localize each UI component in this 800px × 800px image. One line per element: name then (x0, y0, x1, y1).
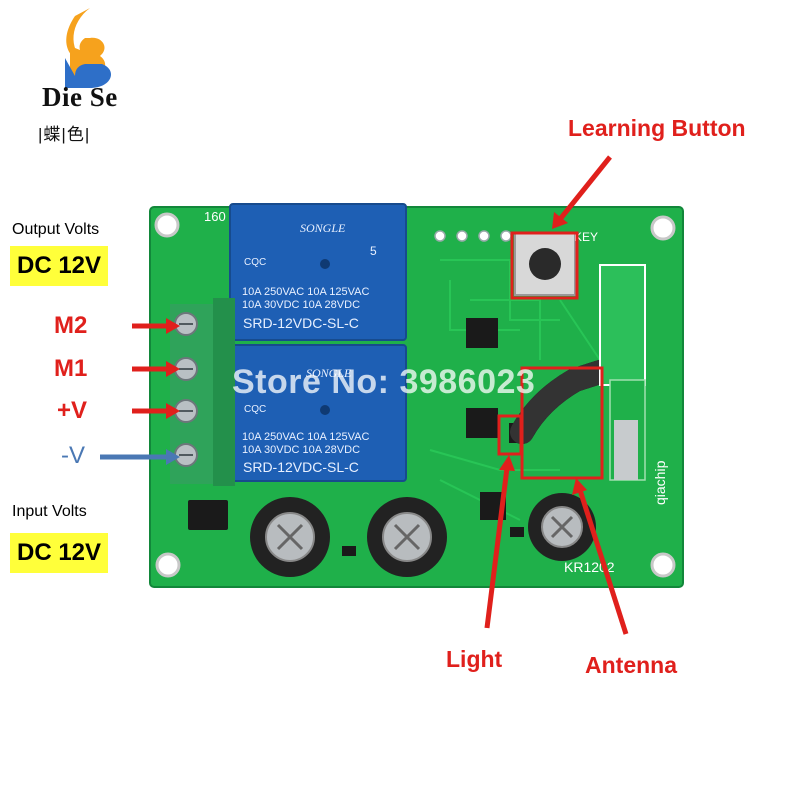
relay-bottom: SONGLE CQC 10A 250VAC 10A 125VAC 10A 30V… (229, 344, 407, 482)
svg-text:CQC: CQC (244, 257, 266, 268)
capacitor-middle (367, 497, 447, 577)
brand-name: Die Se (42, 82, 118, 112)
pcb-side-label: qiachip (652, 460, 668, 505)
svg-text:5: 5 (370, 244, 377, 258)
svg-text:10A 30VDC 10A 28VDC: 10A 30VDC 10A 28VDC (242, 444, 360, 456)
learning-button-label: Learning Button (568, 115, 746, 141)
rf-module (599, 264, 646, 481)
small-components (188, 318, 524, 556)
antenna-coil (510, 360, 612, 444)
svg-text:10A 30VDC 10A 28VDC: 10A 30VDC 10A 28VDC (242, 299, 360, 311)
store-watermark: Store No: 3986023 (232, 363, 536, 401)
output-voltage-value: DC 12V (10, 246, 109, 286)
learning-button-highlight (510, 231, 579, 300)
relay-top: SONGLE CQC 5 10A 250VAC 10A 125VAC 10A 3… (229, 203, 407, 341)
brand-logo-icon (65, 8, 112, 88)
svg-text:CQC: CQC (244, 404, 266, 415)
annotation-arrows (132, 155, 629, 635)
learning-button-component (514, 232, 576, 296)
svg-text:10A 250VAC 10A 125VAC: 10A 250VAC 10A 125VAC (242, 431, 369, 443)
svg-text:SRD-12VDC-SL-C: SRD-12VDC-SL-C (243, 315, 359, 331)
light-label: Light (446, 646, 503, 672)
capacitor-left (250, 497, 330, 577)
pcb-label-160: 160 (204, 209, 226, 224)
pcb-key-label: KEY (574, 230, 598, 244)
pin-label-plus-v: +V (57, 397, 88, 424)
svg-text:10A 250VAC 10A 125VAC: 10A 250VAC 10A 125VAC (242, 286, 369, 298)
ground-arrow (100, 449, 180, 465)
input-volts-label: Input Volts (12, 503, 87, 520)
terminal-block (170, 298, 235, 486)
mounting-holes (154, 212, 676, 578)
antenna-label: Antenna (585, 652, 677, 678)
svg-text:SONGLE: SONGLE (300, 221, 346, 235)
header-pins (434, 230, 512, 242)
pin-label-m1: M1 (54, 355, 88, 382)
brand-chinese-name: |蝶|色| (38, 125, 91, 144)
output-volts-label: Output Volts (12, 221, 100, 238)
capacitor-right (528, 493, 596, 561)
antenna-highlight (520, 366, 604, 480)
svg-text:SONGLE: SONGLE (306, 366, 352, 380)
pin-label-m2: M2 (54, 312, 88, 339)
pin-label-minus-v: -V (61, 442, 85, 469)
svg-text:SRD-12VDC-SL-C: SRD-12VDC-SL-C (243, 459, 359, 475)
input-voltage-value: DC 12V (10, 533, 109, 573)
